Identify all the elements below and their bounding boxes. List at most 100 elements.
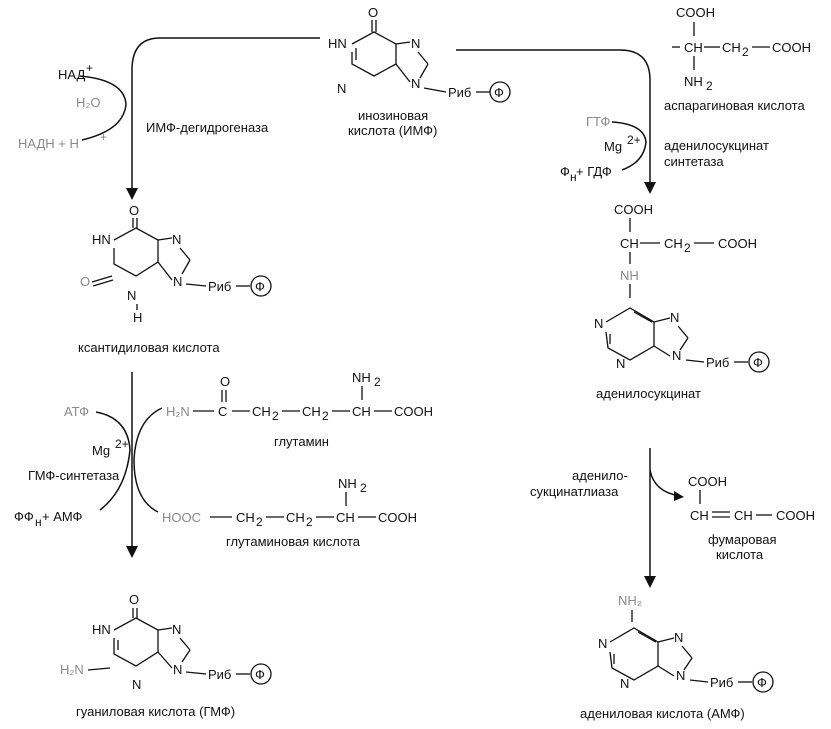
gln-ch: CH — [352, 404, 371, 419]
gln-cooh: COOH — [394, 404, 433, 419]
imp-n7-atom: N — [411, 36, 420, 51]
glu-nh2: NH — [338, 476, 357, 491]
gmp-name: гуаниловая кислота (ГМФ) — [76, 704, 235, 719]
amp-n3-atom: N — [620, 676, 629, 691]
arrowhead-icon — [126, 188, 138, 200]
glu-ch: CH — [336, 510, 355, 525]
amp-rib: Риб — [710, 675, 733, 690]
ads-ch2-sub: 2 — [684, 241, 691, 255]
fum-cooh-right: COOH — [776, 508, 815, 523]
gln-ch2a-sub: 2 — [272, 409, 279, 423]
ads-phi: Ф — [753, 355, 763, 370]
gmp-hn-atom: HN — [92, 622, 111, 637]
ads-cooh-right: COOH — [718, 236, 757, 251]
amp-n7-atom: N — [674, 630, 683, 645]
ppi-label: ФФ — [14, 509, 34, 524]
xmp-o-atom: O — [129, 203, 139, 218]
asp-cooh-right: COOH — [772, 40, 811, 55]
gln-nh2-sub: 2 — [374, 375, 381, 389]
mg-right-sup: 2+ — [627, 133, 641, 147]
imp-phi: Ф — [494, 85, 504, 100]
adenylosuccinate-name: аденилосукцинат — [596, 386, 701, 401]
nad-sup: + — [86, 61, 93, 75]
adsucc-synthetase-label2: синтетаза — [664, 154, 724, 169]
nad-label: НАД — [58, 67, 85, 82]
imp-name-line1: инозиновая — [358, 108, 428, 123]
ads-n3-atom: N — [616, 356, 625, 371]
nadh-label: НАДН + Н — [18, 136, 79, 151]
xmp-n7-atom: N — [172, 232, 181, 247]
amp-n1-atom: N — [598, 636, 607, 651]
imp-name-line2: кислота (ИМФ) — [348, 123, 437, 138]
ppi-sub: н — [35, 515, 42, 529]
ads-rib: Риб — [706, 355, 729, 370]
aspartate-name: аспарагиновая кислота — [664, 98, 805, 113]
xmp-phosphate-icon — [250, 275, 272, 297]
xmp-phi: Ф — [255, 279, 265, 294]
asp-ch2: CH — [722, 40, 741, 55]
mg-left-sup: 2+ — [115, 437, 129, 451]
arrowhead-icon — [126, 546, 138, 558]
imp-dehydrogenase-label: ИМФ-дегидрогеназа — [146, 120, 269, 135]
fumarate-name2: кислота — [716, 547, 764, 562]
glu-hooc: HOOC — [162, 510, 201, 525]
glutamate-structure: HOOC CH 2 CH 2 CH NH 2 COOH глутаминовая… — [162, 476, 417, 549]
gln-o: O — [220, 374, 230, 389]
gln-h2n: H₂N — [166, 404, 190, 419]
amp-nh2: NH₂ — [618, 593, 642, 608]
gmp-phi: Ф — [255, 667, 265, 682]
glutamine-structure: H₂N C O CH 2 CH 2 CH NH 2 COOH глутамин — [166, 370, 433, 449]
fumarate-name1: фумаровая — [708, 532, 777, 547]
imp-rib: Риб — [448, 85, 471, 100]
atp-label: АТФ — [64, 404, 89, 419]
gln-nh2: NH — [352, 370, 371, 385]
glu-ch2a-sub: 2 — [256, 515, 263, 529]
asp-ch: CH — [684, 40, 703, 55]
h2o-label: H₂O — [76, 95, 101, 110]
ads-nh: NH — [620, 268, 639, 283]
amp-structure: NH₂ N N N N Риб Ф адениловая кислота (АМ… — [580, 593, 774, 721]
arrowhead-icon — [674, 491, 684, 501]
imp-hn-atom: HN — [328, 36, 347, 51]
gmp-rib: Риб — [208, 667, 231, 682]
arrowhead-icon — [644, 576, 656, 588]
adsucc-lyase-label1: аденило- — [572, 468, 628, 483]
gln-ch2b: CH — [302, 404, 321, 419]
gmp-o-atom: O — [129, 592, 139, 607]
amp-n9-atom: N — [676, 668, 685, 683]
asp-nh2: NH — [684, 74, 703, 89]
amp-phosphate-icon — [752, 671, 774, 693]
mg-right-label: Mg — [604, 139, 622, 154]
gln-ch2a: CH — [252, 404, 271, 419]
fum-cooh-top: COOH — [688, 474, 727, 489]
xmp-hn-atom: HN — [92, 232, 111, 247]
gln-c: C — [218, 404, 227, 419]
arrowhead-icon — [644, 182, 656, 194]
xmp-o2-atom: O — [80, 274, 90, 289]
asp-cooh-top: COOH — [676, 5, 715, 20]
fum-ch-left: CH — [690, 508, 709, 523]
imp-structure: O HN N N N Риб Ф инозиновая кислота (ИМФ… — [328, 5, 511, 138]
gln-ch2b-sub: 2 — [322, 409, 329, 423]
glu-ch2b-sub: 2 — [306, 515, 313, 529]
imp-to-xmp-arrow — [131, 37, 320, 195]
ads-ch2: CH — [664, 236, 683, 251]
amp-phi: Ф — [757, 675, 767, 690]
fum-ch-right: CH — [734, 508, 753, 523]
xmp-h-atom: H — [133, 310, 142, 325]
gmp-n7-atom: N — [172, 622, 181, 637]
glu-nh2-sub: 2 — [360, 481, 367, 495]
gmp-synthetase-label: ГМФ-синтетаза — [28, 468, 120, 483]
imp-n3-atom: N — [337, 81, 346, 96]
nadh-sup: + — [100, 130, 107, 144]
imp-to-adsucc-arrow — [456, 49, 651, 188]
xmp-structure: O HN N O N H N Риб Ф ксантидиловая кисло… — [78, 203, 272, 355]
asp-nh2-sub: 2 — [706, 79, 713, 93]
imp-o-atom: O — [368, 5, 378, 20]
glu-cooh: COOH — [378, 510, 417, 525]
gtp-label: ГТФ — [586, 114, 611, 129]
gmp-h2n: H₂N — [60, 662, 84, 677]
imp-n9-atom: N — [411, 76, 420, 91]
xmp-rib: Риб — [208, 279, 231, 294]
asp-ch2-sub: 2 — [742, 45, 749, 59]
